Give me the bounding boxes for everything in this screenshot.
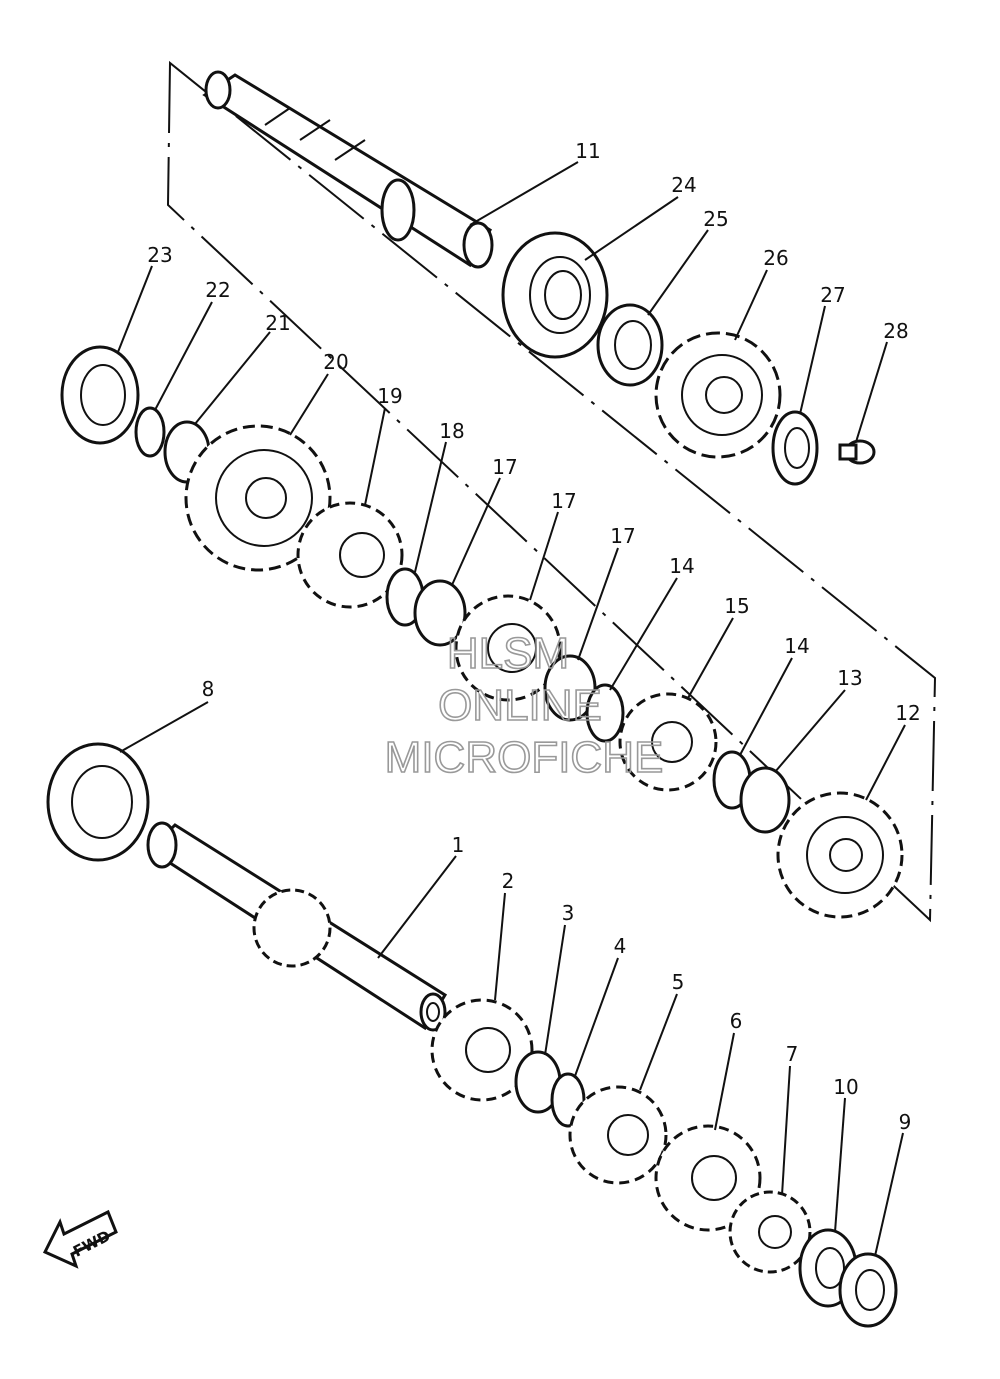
callout-11: 11 bbox=[575, 139, 600, 163]
washer-13 bbox=[739, 766, 791, 834]
callout-21: 21 bbox=[265, 311, 290, 335]
callout-3: 3 bbox=[562, 901, 575, 925]
callout-20: 20 bbox=[323, 350, 348, 374]
wheel-gear-16 bbox=[454, 594, 562, 702]
callout-13: 13 bbox=[837, 666, 862, 690]
callout-1: 1 bbox=[452, 833, 465, 857]
watermark-line-1: HLSM bbox=[447, 629, 569, 678]
main-axle bbox=[146, 821, 448, 1032]
callout-23: 23 bbox=[147, 243, 172, 267]
callout-12: 12 bbox=[895, 701, 920, 725]
callout-4: 4 bbox=[614, 934, 627, 958]
wheel-gear-19 bbox=[296, 501, 404, 609]
callout-8: 8 bbox=[202, 677, 215, 701]
callout-27: 27 bbox=[820, 283, 845, 307]
callout-10: 10 bbox=[833, 1075, 858, 1099]
assembly-boundary bbox=[166, 60, 937, 923]
oil-seal-9 bbox=[838, 1252, 898, 1328]
circlip-22 bbox=[134, 406, 166, 458]
pinion-gear-6 bbox=[654, 1124, 762, 1232]
bearing-8 bbox=[46, 742, 150, 862]
callout-14b: 14 bbox=[784, 634, 809, 658]
watermark-line-2: ONLINE bbox=[438, 681, 602, 730]
callout-17a: 17 bbox=[492, 455, 517, 479]
wheel-gear-20 bbox=[184, 424, 332, 572]
callout-17b: 17 bbox=[610, 524, 635, 548]
callout-22: 22 bbox=[205, 278, 230, 302]
pinion-gear-7 bbox=[728, 1190, 812, 1274]
callout-2: 2 bbox=[502, 869, 515, 893]
callout-26: 26 bbox=[763, 246, 788, 270]
callout-25: 25 bbox=[703, 207, 728, 231]
wheel-gear-12 bbox=[776, 791, 904, 919]
oil-seal-25 bbox=[596, 303, 664, 387]
callout-15: 15 bbox=[724, 594, 749, 618]
watermark-line-3: MICROFICHE bbox=[385, 733, 664, 782]
drive-sprocket-26 bbox=[654, 331, 782, 459]
circlip-14a bbox=[585, 683, 625, 743]
callout-7: 7 bbox=[786, 1042, 799, 1066]
watermark: HLSM ONLINE MICROFICHE bbox=[384, 628, 664, 783]
callout-24: 24 bbox=[671, 173, 696, 197]
callout-16: 17 bbox=[551, 489, 576, 513]
callout-19: 19 bbox=[377, 384, 402, 408]
leader-lines bbox=[117, 161, 906, 1257]
callout-5: 5 bbox=[672, 970, 685, 994]
bearing-23 bbox=[60, 345, 140, 445]
callout-28: 28 bbox=[883, 319, 908, 343]
callout-labels: 11 24 25 26 27 28 23 22 21 20 19 18 17 1… bbox=[147, 139, 920, 1134]
pinion-gear-2 bbox=[430, 998, 534, 1102]
callout-9: 9 bbox=[899, 1110, 912, 1134]
drive-axle bbox=[202, 70, 494, 269]
callout-18: 18 bbox=[439, 419, 464, 443]
wheel-gear-15 bbox=[618, 692, 718, 792]
lock-washer-27 bbox=[771, 410, 819, 486]
bolt-28 bbox=[838, 439, 876, 465]
fwd-arrow-icon: FWD bbox=[42, 1209, 118, 1269]
callout-6: 6 bbox=[730, 1009, 743, 1033]
washer-17a bbox=[413, 579, 467, 647]
pinion-gear-5 bbox=[568, 1085, 668, 1185]
bearing-24 bbox=[501, 231, 609, 359]
callout-14a: 14 bbox=[669, 554, 694, 578]
